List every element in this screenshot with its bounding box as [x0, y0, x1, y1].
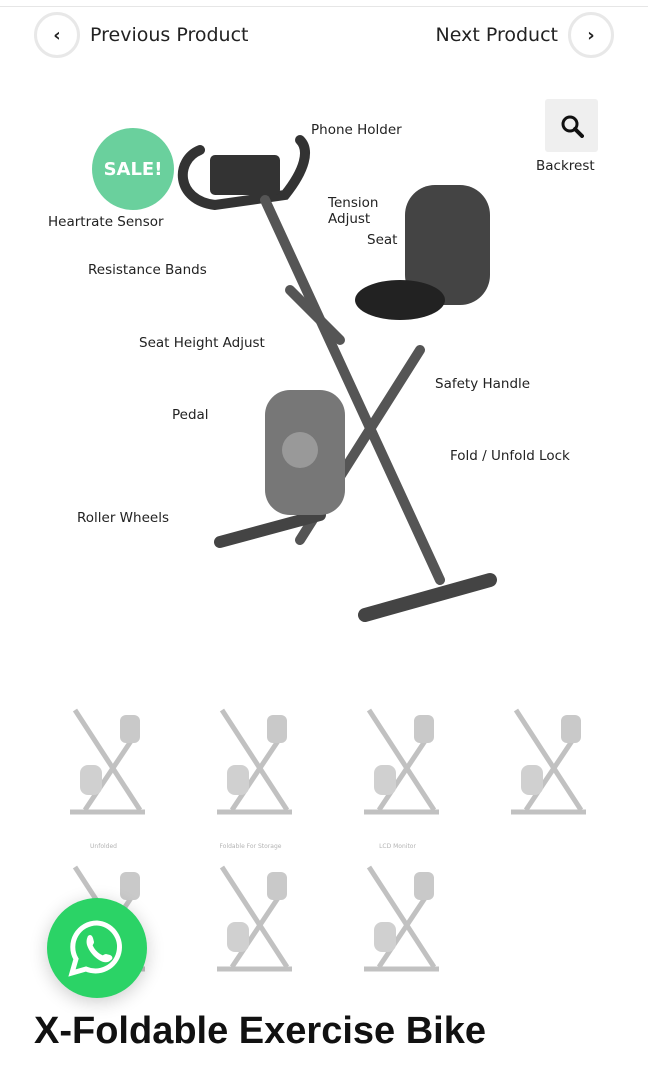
label-pedal: Pedal	[172, 407, 209, 423]
previous-product-link[interactable]: ‹ Previous Product	[34, 12, 248, 58]
search-icon	[561, 115, 584, 138]
label-resistance-bands: Resistance Bands	[88, 262, 207, 278]
label-heartrate-sensor: Heartrate Sensor	[48, 214, 164, 230]
top-divider	[0, 6, 648, 7]
thumbnail-caption: LCD Monitor	[379, 843, 416, 850]
product-main-image[interactable]	[0, 0, 648, 660]
product-title: X-Foldable Exercise Bike	[34, 1010, 486, 1052]
thumbnail-6[interactable]: Foldable For Storage	[177, 843, 324, 982]
thumbnail-caption: Foldable For Storage	[219, 843, 282, 850]
label-seat-height-adjust: Seat Height Adjust	[139, 335, 265, 351]
label-tension-adjust: Tension Adjust	[328, 195, 379, 227]
whatsapp-button[interactable]	[47, 898, 147, 998]
thumbnail-image	[217, 708, 292, 815]
chevron-left-icon: ‹	[34, 12, 80, 58]
thumbnail-1[interactable]	[30, 690, 177, 825]
label-safety-handle: Safety Handle	[435, 376, 531, 392]
thumbnail-4[interactable]	[471, 690, 618, 825]
thumbnail-image	[364, 708, 439, 815]
next-product-link[interactable]: Next Product ›	[436, 12, 614, 58]
zoom-button[interactable]	[545, 99, 598, 152]
thumbnail-7[interactable]: LCD Monitor	[324, 843, 471, 982]
thumbnail-caption: Unfolded	[90, 843, 117, 850]
whatsapp-icon	[68, 920, 122, 977]
label-phone-holder: Phone Holder	[311, 122, 402, 138]
thumbnail-image	[217, 865, 292, 972]
label-fold-lock: Fold / Unfold Lock	[450, 448, 570, 464]
thumbnail-2[interactable]	[177, 690, 324, 825]
thumbnail-image	[70, 708, 145, 815]
label-roller-wheels: Roller Wheels	[77, 510, 169, 526]
next-product-label: Next Product	[435, 24, 558, 46]
thumbnail-image	[364, 865, 439, 972]
sale-badge: SALE!	[92, 128, 174, 210]
previous-product-label: Previous Product	[90, 24, 249, 46]
label-backrest: Backrest	[536, 158, 595, 174]
thumbnail-3[interactable]	[324, 690, 471, 825]
thumbnail-image	[511, 708, 586, 815]
chevron-right-icon: ›	[568, 12, 614, 58]
label-seat: Seat	[367, 232, 398, 248]
